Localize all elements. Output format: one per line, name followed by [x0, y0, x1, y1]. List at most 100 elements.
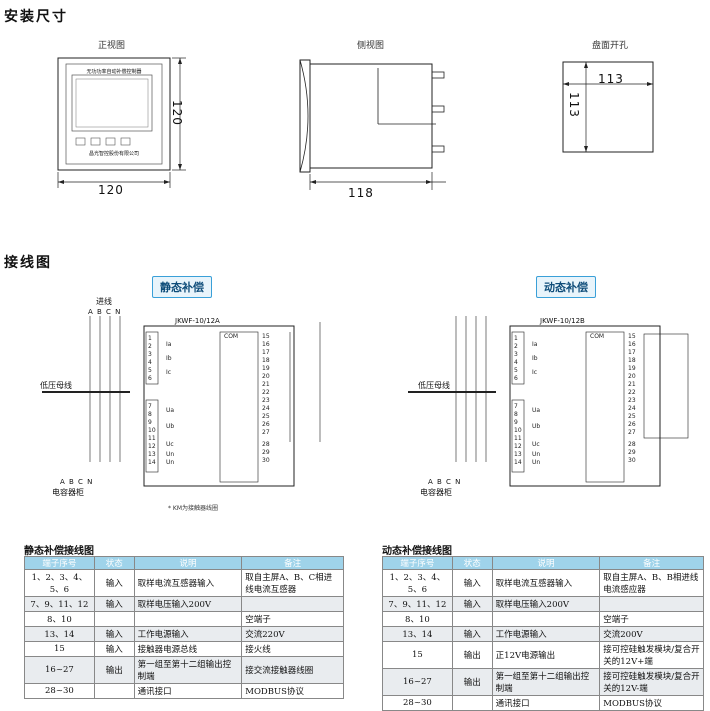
svg-text:4: 4 — [148, 359, 152, 366]
table-cell — [599, 596, 704, 612]
table-cell: 输入 — [451, 626, 493, 642]
svg-text:7: 7 — [148, 403, 152, 410]
table-cell: 输入 — [93, 596, 135, 612]
svg-text:22: 22 — [262, 389, 270, 396]
svg-text:20: 20 — [628, 373, 636, 380]
col-desc: 说明 — [491, 556, 601, 570]
svg-text:2: 2 — [514, 343, 518, 350]
svg-text:27: 27 — [628, 429, 636, 436]
table-cell: 取样电压输入200V — [491, 596, 601, 612]
table-cell — [241, 596, 344, 612]
table-cell: 工作电源输入 — [491, 626, 601, 642]
dynamic-phases-bottom: A B C N — [428, 478, 462, 486]
svg-text:14: 14 — [514, 459, 522, 466]
svg-text:Ub: Ub — [166, 423, 174, 430]
dim-cutout-height: 113 — [567, 92, 581, 118]
svg-text:2: 2 — [148, 343, 152, 350]
svg-text:6: 6 — [514, 375, 518, 382]
table-cell: 工作电源输入 — [133, 626, 243, 642]
wiring-heading: 接线图 — [4, 255, 52, 271]
table-cell: 输入 — [93, 641, 135, 657]
svg-text:12: 12 — [148, 443, 156, 450]
dim-cutout-width: 113 — [598, 72, 624, 86]
dim-front-height: 120 — [170, 100, 184, 126]
svg-text:21: 21 — [262, 381, 270, 388]
svg-text:29: 29 — [262, 449, 270, 456]
table-cell: 输入 — [93, 626, 135, 642]
svg-text:6: 6 — [148, 375, 152, 382]
col-desc: 说明 — [133, 556, 243, 570]
svg-text:Un: Un — [166, 451, 174, 458]
svg-text:19: 19 — [262, 365, 270, 372]
side-view — [299, 59, 446, 190]
static-incoming: 进线 — [96, 297, 112, 306]
svg-text:25: 25 — [628, 413, 636, 420]
static-model: JKWF-10/12A — [175, 317, 220, 325]
table-cell: 接交流接触器线圈 — [241, 656, 344, 684]
table-cell: 15 — [24, 641, 95, 657]
svg-text:30: 30 — [262, 457, 270, 464]
table-cell: 空端子 — [241, 611, 344, 627]
svg-text:8: 8 — [514, 411, 518, 418]
svg-text:Uc: Uc — [166, 441, 174, 448]
svg-text:24: 24 — [262, 405, 270, 412]
dynamic-title: 动态补偿 — [536, 276, 596, 298]
table-cell: 空端子 — [599, 611, 704, 627]
front-view — [57, 57, 186, 188]
dim-front-width: 120 — [98, 183, 124, 197]
svg-text:18: 18 — [628, 357, 636, 364]
table-cell: 8、10 — [24, 611, 95, 627]
table-cell: 8、10 — [382, 611, 453, 627]
svg-text:Ic: Ic — [532, 369, 537, 376]
table-cell: 输出 — [451, 668, 493, 696]
svg-text:Ua: Ua — [532, 407, 540, 414]
svg-text:COM: COM — [224, 333, 238, 340]
table-cell: 7、9、11、12 — [382, 596, 453, 612]
table-cell: MODBUS协议 — [599, 695, 704, 711]
table-cell: 通讯接口 — [133, 683, 243, 699]
svg-text:27: 27 — [262, 429, 270, 436]
svg-text:5: 5 — [514, 367, 518, 374]
table-cell: 输入 — [451, 596, 493, 612]
dynamic-table-title: 动态补偿接线图 — [382, 546, 452, 557]
svg-text:25: 25 — [262, 413, 270, 420]
table-cell: 16~27 — [24, 656, 95, 684]
front-device-footer: 昌光智控股份有限公司 — [88, 151, 139, 157]
table-cell: 接火线 — [241, 641, 344, 657]
front-view-label: 正视图 — [98, 41, 126, 51]
static-phases-bottom: A B C N — [60, 478, 94, 486]
svg-text:26: 26 — [628, 421, 636, 428]
table-cell: 交流220V — [241, 626, 344, 642]
svg-text:20: 20 — [262, 373, 270, 380]
table-cell: 取样电流互感器输入 — [133, 569, 243, 597]
svg-text:1: 1 — [514, 335, 518, 342]
svg-text:17: 17 — [262, 349, 270, 356]
svg-text:Ia: Ia — [532, 341, 538, 348]
svg-text:22: 22 — [628, 389, 636, 396]
svg-text:29: 29 — [628, 449, 636, 456]
dynamic-bus-label: 低压母线 — [418, 381, 450, 390]
table-cell — [491, 611, 601, 627]
svg-text:15: 15 — [628, 333, 636, 340]
cutout-label: 盘面开孔 — [592, 41, 629, 51]
svg-text:Ia: Ia — [166, 341, 172, 348]
table-cell: 通讯接口 — [491, 695, 601, 711]
table-cell: 接可控硅触发模块/复合开关的12V-端 — [599, 668, 704, 696]
svg-text:Un: Un — [532, 451, 540, 458]
table-cell: 28~30 — [24, 683, 95, 699]
svg-text:Uc: Uc — [532, 441, 540, 448]
table-cell: 16~27 — [382, 668, 453, 696]
table-cell: 取自主屏A、B、B相进线电流感应器 — [599, 569, 704, 597]
table-cell: 15 — [382, 641, 453, 669]
svg-text:Ua: Ua — [166, 407, 174, 414]
svg-text:16: 16 — [628, 341, 636, 348]
table-cell: 取自主屏A、B、C相进线电流互感器 — [241, 569, 344, 597]
